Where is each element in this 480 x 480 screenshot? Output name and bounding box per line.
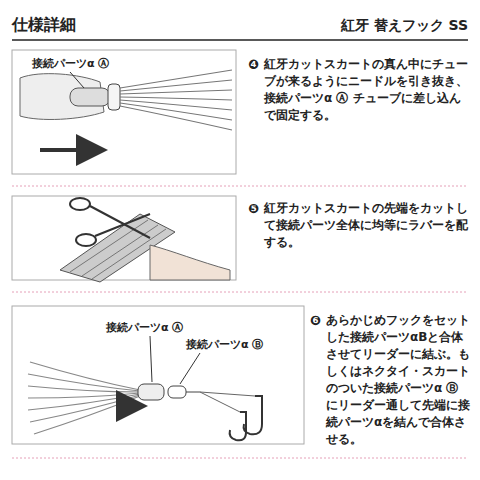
step-text: あらかじめフックをセットした接続パーツαBと合体させてリーダーに結ぶ。もしくはネ…	[326, 312, 470, 448]
step-number: ❺	[248, 200, 259, 218]
part-label: 接続パーツα Ⓐ	[30, 56, 111, 72]
step-text: 紅牙カットスカートの真ん中にチューブが来るようにニードルを引き抜き、接続パーツα…	[264, 56, 468, 124]
part-label: 接続パーツα Ⓑ	[184, 337, 265, 353]
step-number: ❹	[248, 56, 259, 74]
step-text: 紅牙カットスカートの先端をカットして接続パーツ全体に均等にラバーを配する。	[264, 200, 468, 251]
page-title: 仕様詳細	[12, 14, 76, 37]
part-label: 接続パーツα Ⓐ	[104, 320, 185, 336]
product-name: 紅牙 替えフック SS	[268, 16, 468, 36]
step-number: ❻	[310, 312, 321, 330]
